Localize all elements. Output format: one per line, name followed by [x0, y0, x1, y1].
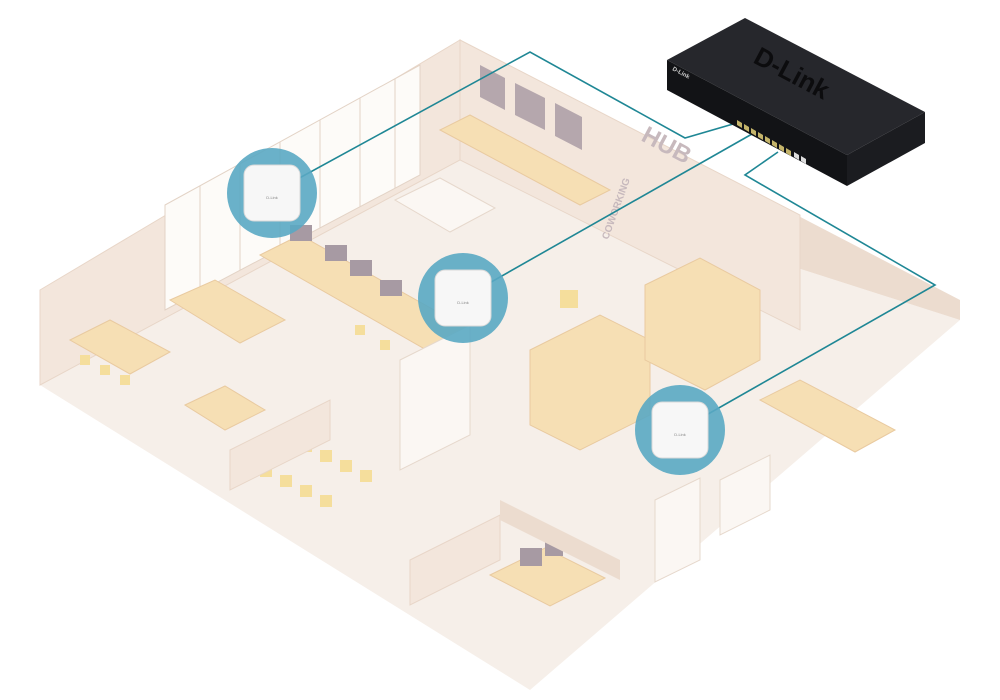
- switch-ports[interactable]: [737, 120, 806, 164]
- copier: [719, 454, 771, 536]
- access-point-1[interactable]: D-Link: [227, 148, 317, 238]
- whiteboard: [654, 477, 701, 583]
- access-point-2[interactable]: D-Link: [418, 253, 508, 343]
- network-cables: [271, 51, 937, 431]
- ap-label: D-Link: [674, 432, 686, 437]
- ap-label: D-Link: [266, 195, 278, 200]
- network-switch: D-Link D-Link: [667, 18, 925, 186]
- access-point-3[interactable]: D-Link: [635, 385, 725, 475]
- furniture: [68, 114, 897, 607]
- ap-label: D-Link: [457, 300, 469, 305]
